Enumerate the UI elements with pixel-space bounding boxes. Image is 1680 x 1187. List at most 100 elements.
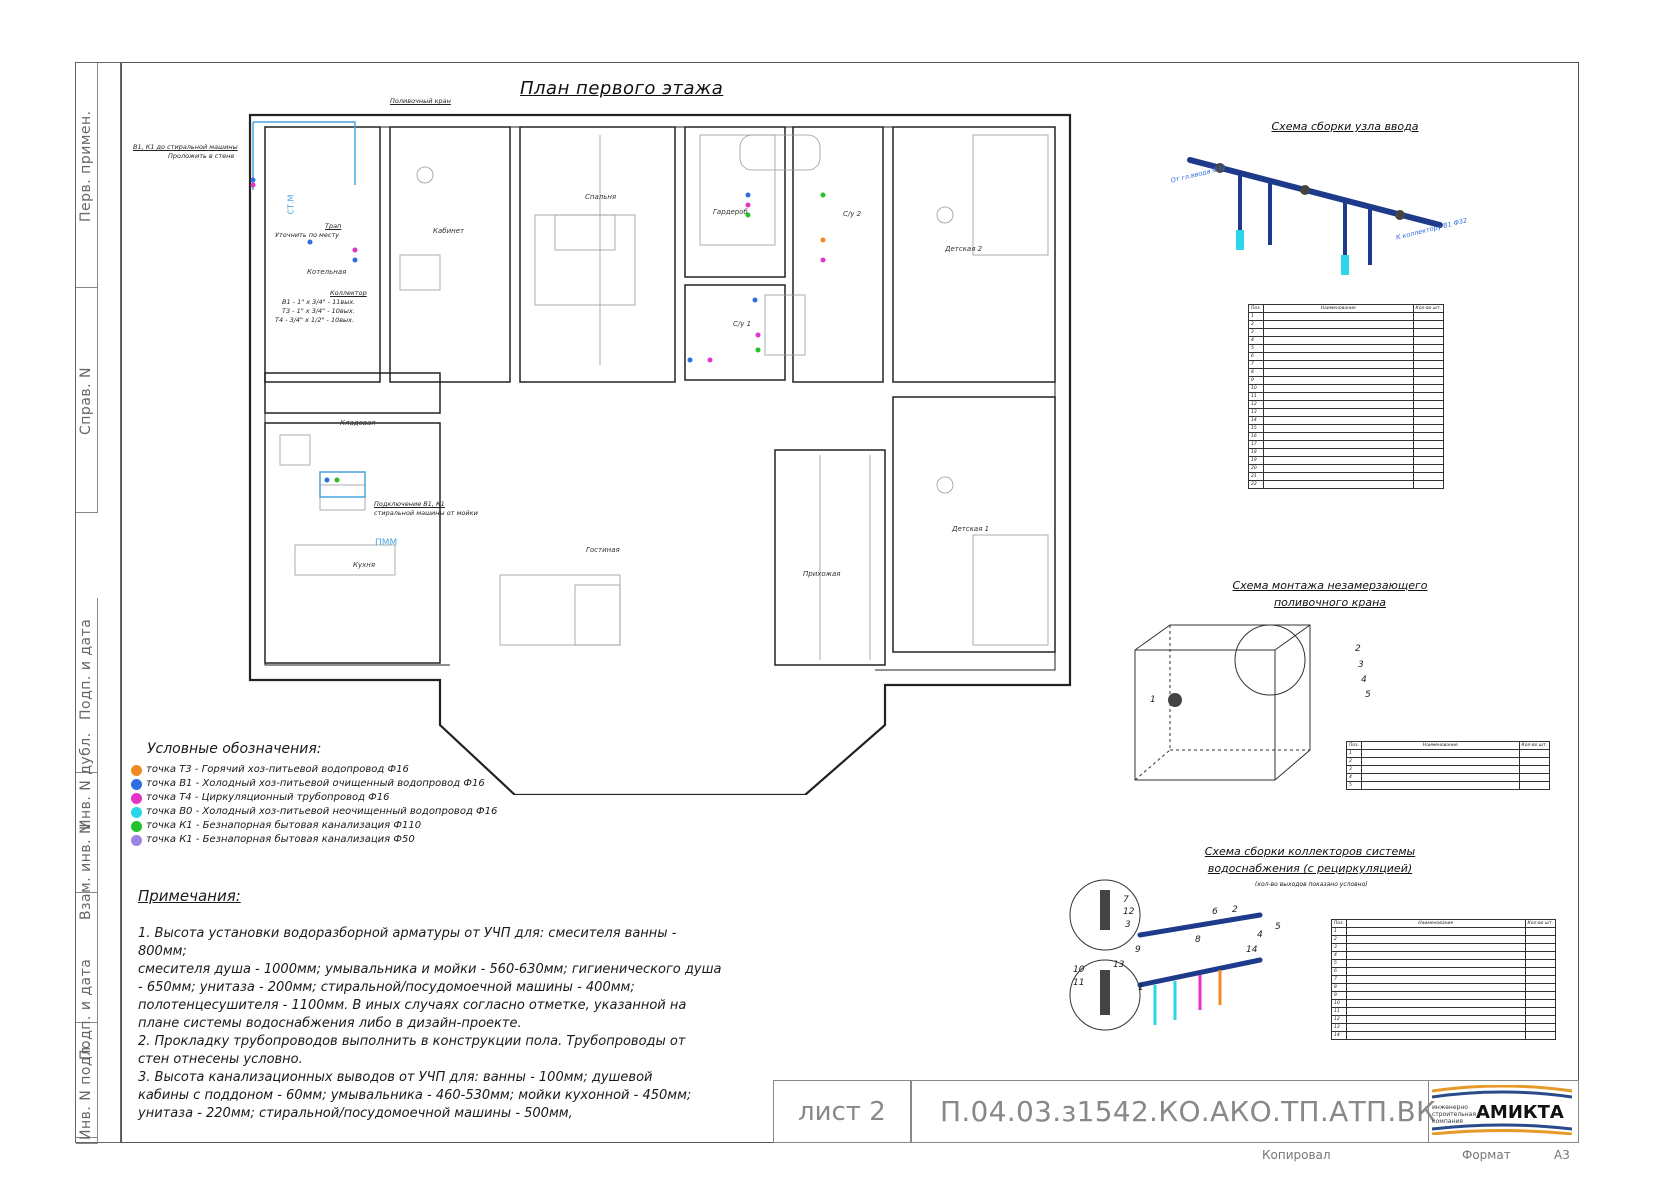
table-row: 3 xyxy=(1331,943,1557,952)
table-row: 11 xyxy=(1248,392,1445,401)
table-row: 17 xyxy=(1248,440,1445,449)
collector-callout-1: 1 xyxy=(1138,983,1144,993)
room-wc1: С/у 1 xyxy=(733,320,752,328)
company-logo-stripes xyxy=(1432,1085,1572,1135)
table-row: 5 xyxy=(1346,781,1551,790)
collector-callout-4: 4 xyxy=(1257,930,1263,940)
collector-schema-subtitle: (кол-во выходов показано условно) xyxy=(1255,881,1368,888)
table-row: 11 xyxy=(1331,1007,1557,1016)
collector-callout-8: 8 xyxy=(1195,935,1201,945)
tap-schema-drawing xyxy=(1134,624,1311,781)
table-row: 16 xyxy=(1248,432,1445,441)
table-row: 8 xyxy=(1331,983,1557,992)
collector-callout-13: 13 xyxy=(1113,960,1125,970)
inlet-schema-drawing xyxy=(1187,157,1443,275)
side-label-perv: Перв. примен. xyxy=(78,110,94,222)
table-row: 4 xyxy=(1248,336,1445,345)
table-row: 20 xyxy=(1248,464,1445,473)
side-strip xyxy=(75,62,121,1144)
company-name: АМИКТА xyxy=(1476,1102,1564,1123)
callout-collector-t4: Т4 - 3/4" х 1/2" - 10вых. xyxy=(275,316,355,324)
table-row: 8 xyxy=(1248,368,1445,377)
table-row: 1 xyxy=(1346,749,1551,758)
table-row: 9 xyxy=(1248,376,1445,385)
table-row: 2 xyxy=(1331,935,1557,944)
callout-washer-1: В1, К1 до стиральной машины xyxy=(133,143,238,151)
callout-trap-1: Трап xyxy=(325,222,342,230)
copied-label: Копировал xyxy=(1262,1148,1331,1162)
table-row: 2 xyxy=(1346,757,1551,766)
legend-item-k1-110: точка К1 - Безнапорная бытовая канализац… xyxy=(131,819,421,833)
room-living: Гостиная xyxy=(586,546,620,554)
table-row: 7 xyxy=(1331,975,1557,984)
collector-callout-5: 5 xyxy=(1275,922,1281,932)
plan-title: План первого этажа xyxy=(520,78,724,99)
tap-schema-title-1: Схема монтажа незамерзающего xyxy=(1232,579,1428,592)
table-row: 12 xyxy=(1248,400,1445,409)
note-line: полотенцесушителя - 1100мм. В иных случа… xyxy=(138,998,687,1013)
collector-callout-3: 3 xyxy=(1125,920,1131,930)
collector-callout-7: 7 xyxy=(1123,895,1129,905)
legend-dot-k1-110 xyxy=(131,821,142,832)
tap-callout-2: 2 xyxy=(1355,644,1361,654)
table-row: 6 xyxy=(1331,967,1557,976)
legend-item-k1-50: точка К1 - Безнапорная бытовая канализац… xyxy=(131,833,415,847)
stamp-sheet: лист 2 xyxy=(798,1097,886,1127)
note-line: смесителя душа - 1000мм; умывальника и м… xyxy=(138,962,722,977)
callout-collector-t3: Т3 - 1" х 3/4" - 10вых. xyxy=(282,307,355,315)
side-label-sprav: Справ. N xyxy=(78,366,94,435)
room-study: Кабинет xyxy=(433,227,465,235)
note-line: стен отнесены условно. xyxy=(138,1052,303,1067)
table-row: 21 xyxy=(1248,472,1445,481)
table-row: 13 xyxy=(1248,408,1445,417)
collector-callout-11: 11 xyxy=(1073,978,1085,988)
note-line: плане системы водоснабжения либо в дизай… xyxy=(138,1016,522,1031)
legend-item-b0: точка В0 - Холодный хоз-питьевой неочище… xyxy=(131,805,497,819)
callout-collector-b1: В1 - 1" х 3/4" - 11вых. xyxy=(282,298,356,306)
table-row: 9 xyxy=(1331,991,1557,1000)
tap-callout-5: 5 xyxy=(1365,690,1371,700)
label-pmm: ПММ xyxy=(375,538,398,548)
side-label-vzam: Взам. инв. N xyxy=(78,823,94,920)
notes-title: Примечания: xyxy=(138,887,241,905)
room-wc2: С/у 2 xyxy=(843,210,862,218)
note-line: кабины с поддоном - 60мм; умывальника - … xyxy=(138,1088,692,1103)
note-line: - 650мм; унитаза - 200мм; стиральной/пос… xyxy=(138,980,635,995)
legend-item-b1: точка В1 - Холодный хоз-питьевой очищенн… xyxy=(131,777,485,791)
note-line: 1. Высота установки водоразборной армату… xyxy=(138,926,677,941)
side-label-inv-dubl: Инв. N дубл. xyxy=(78,732,94,830)
side-label-podp1: Подп. и дата xyxy=(78,618,94,720)
stamp-code: П.04.03.з1542.КО.АКО.ТП.АТП.ВК xyxy=(940,1095,1437,1128)
tap-callout-1: 1 xyxy=(1150,695,1156,705)
room-wardrobe: Гардероб xyxy=(713,208,748,216)
table-row: 5 xyxy=(1248,344,1445,353)
table-row: 19 xyxy=(1248,456,1445,465)
table-row: 14 xyxy=(1248,416,1445,425)
legend-dot-b0 xyxy=(131,807,142,818)
stamp-sheet-cell xyxy=(773,1080,911,1143)
table-row: 10 xyxy=(1331,999,1557,1008)
legend-item-t3: точка Т3 - Горячий хоз-питьевой водопров… xyxy=(131,763,409,777)
room-pantry: Кладовая xyxy=(340,419,376,427)
callout-collector-title: Коллектор xyxy=(330,289,367,297)
callout-kitchen-1: Подключение В1, К1 xyxy=(374,500,445,508)
legend-dot-k1-50 xyxy=(131,835,142,846)
legend-dot-b1 xyxy=(131,779,142,790)
table-row: 12 xyxy=(1331,1015,1557,1024)
note-line: 800мм; xyxy=(138,944,187,959)
callout-washer-2: Проложить в стене xyxy=(168,152,235,160)
collector-callout-12: 12 xyxy=(1123,907,1135,917)
table-row: 13 xyxy=(1331,1023,1557,1032)
format-label: Формат xyxy=(1462,1148,1511,1162)
table-row: 6 xyxy=(1248,352,1445,361)
table-row: 5 xyxy=(1331,959,1557,968)
room-kids2: Детская 2 xyxy=(945,245,983,253)
table-row: 1 xyxy=(1248,312,1445,321)
table-row: 18 xyxy=(1248,448,1445,457)
table-row: 22 xyxy=(1248,480,1445,489)
table-row: 15 xyxy=(1248,424,1445,433)
room-hall: Прихожая xyxy=(803,570,841,578)
